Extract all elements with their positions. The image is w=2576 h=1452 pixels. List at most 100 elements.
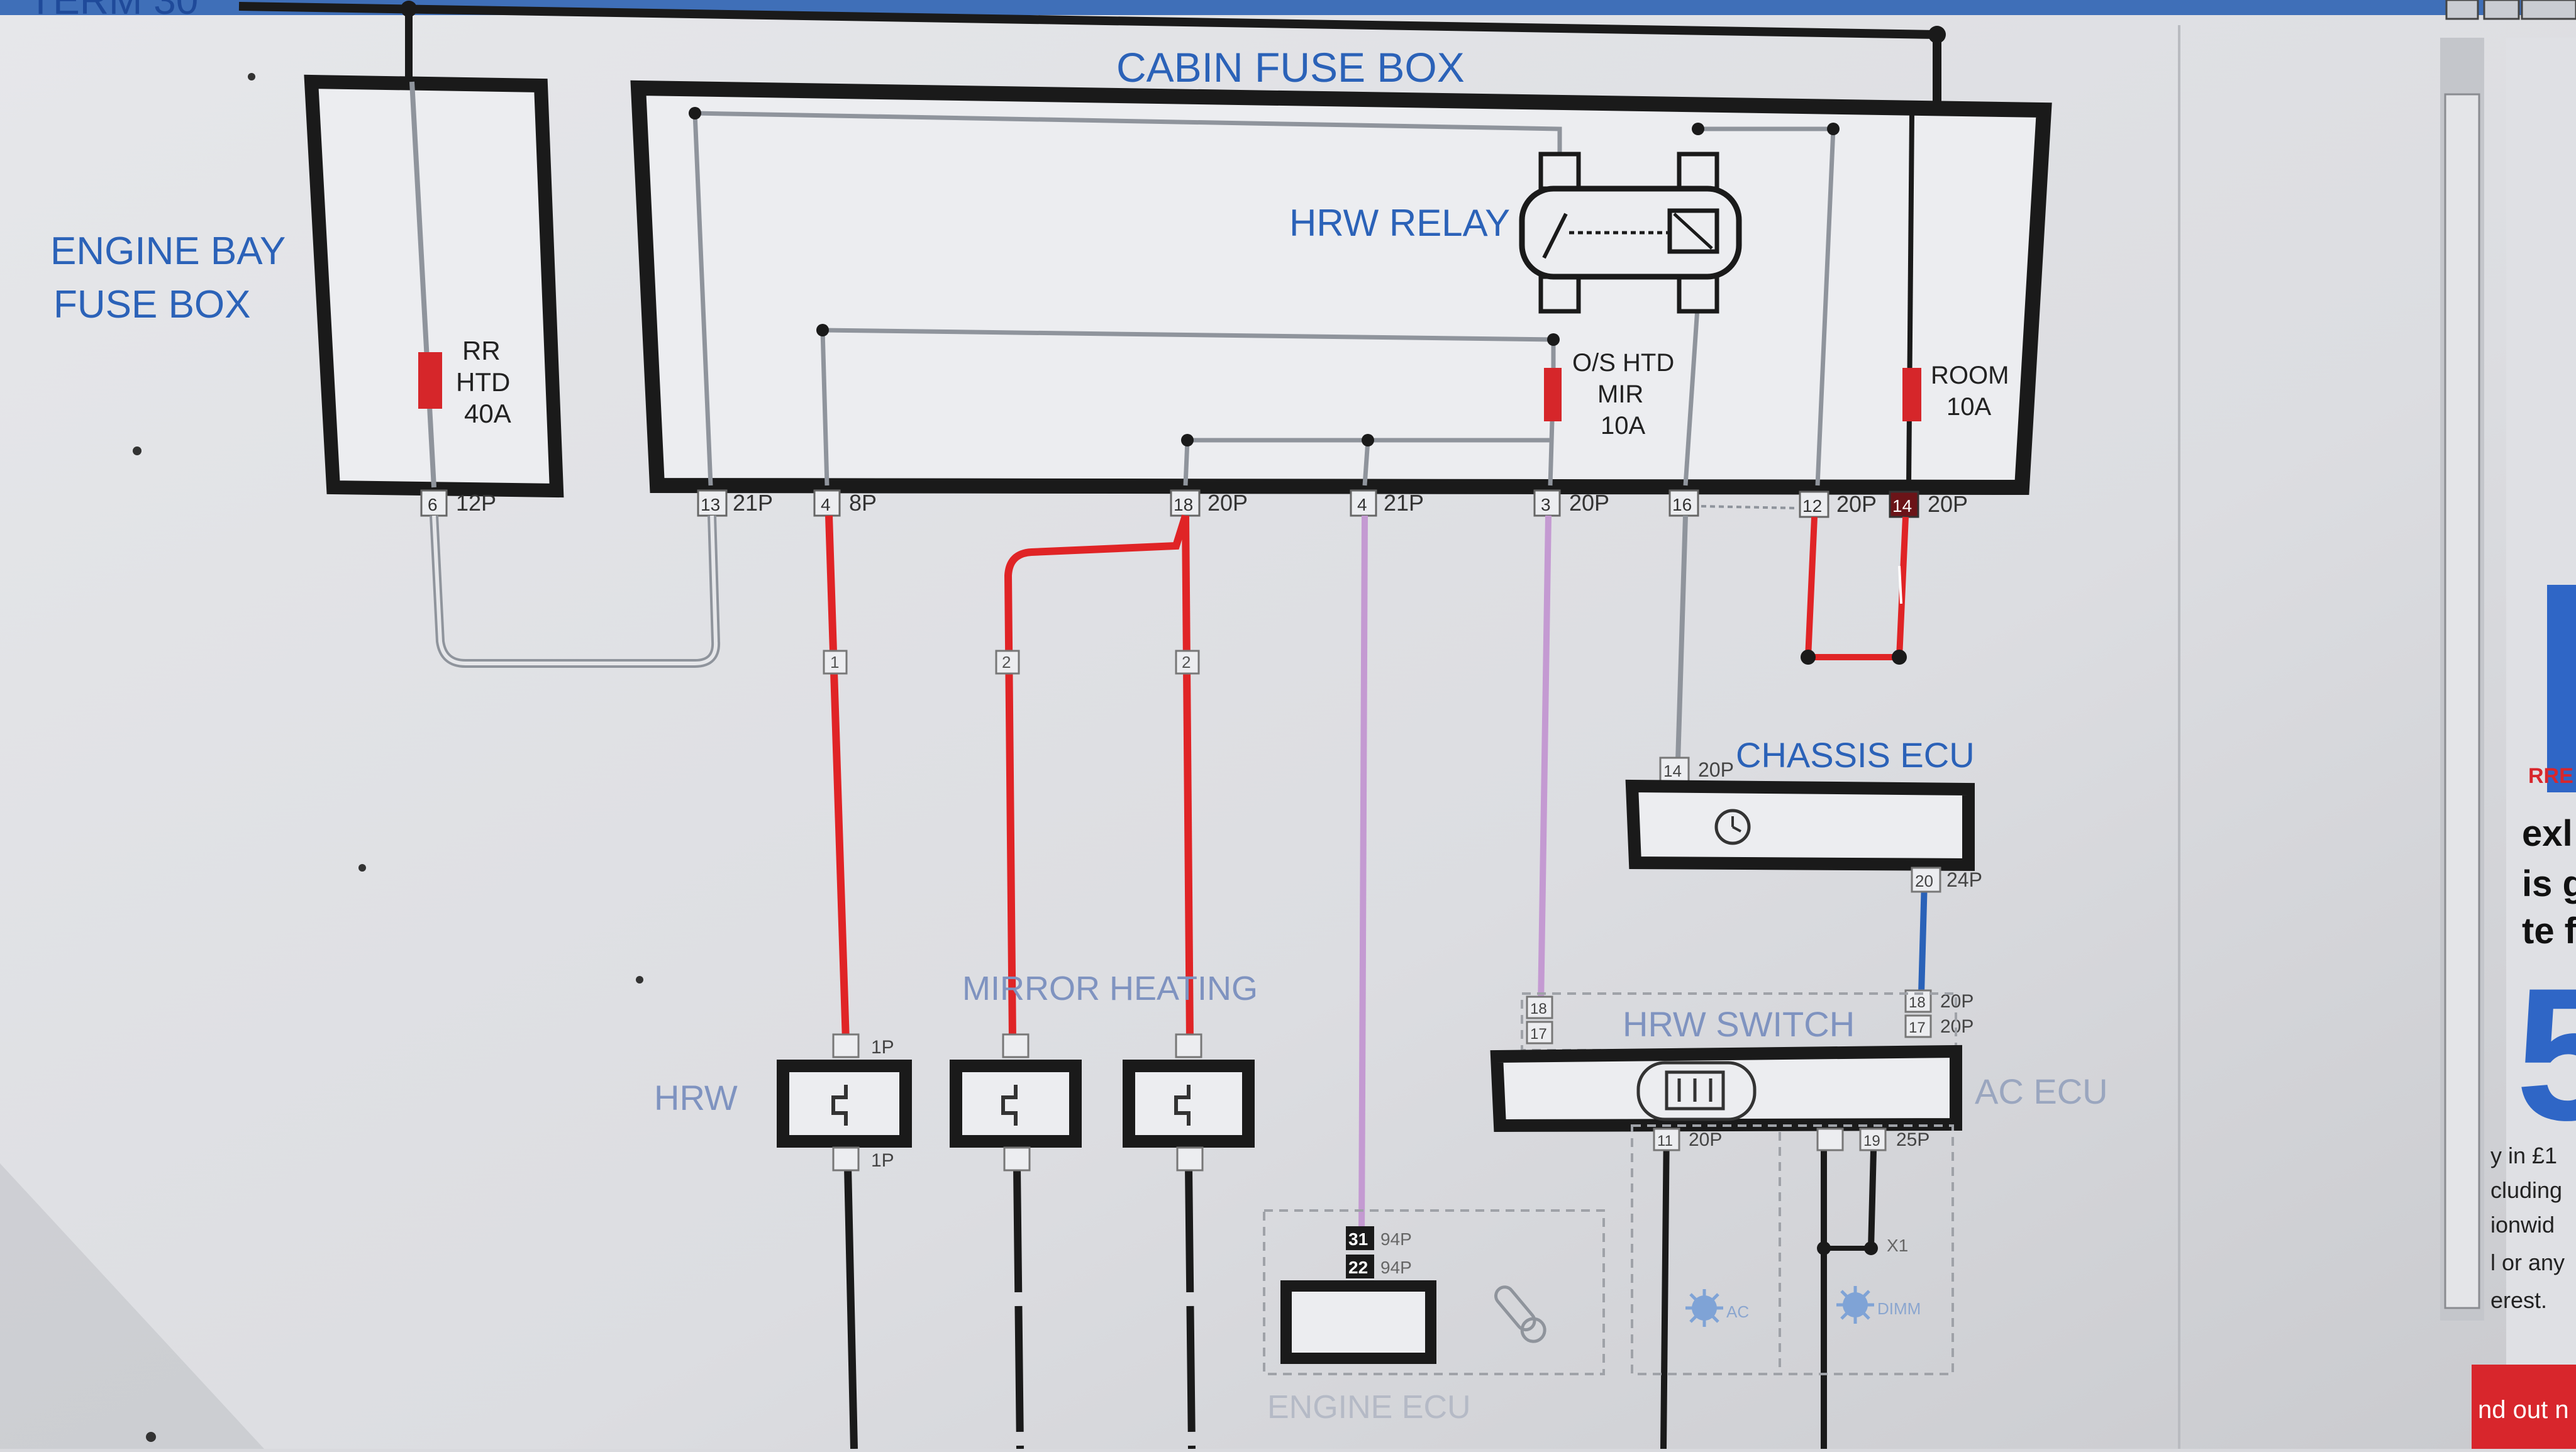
wires <box>430 514 1928 1449</box>
inline-connector-pin: 2 <box>1002 653 1011 672</box>
screen-specks <box>133 73 643 1442</box>
fuse-label: ROOM <box>1931 362 2009 389</box>
ac-sensor-icon: AC <box>1685 1289 1749 1327</box>
mirror-heating-label: MIRROR HEATING <box>962 970 1258 1007</box>
minimize-icon[interactable] <box>2445 0 2479 20</box>
connector-label: 1P <box>871 1150 894 1171</box>
connector-pin: 31 <box>1348 1229 1368 1249</box>
term30-bus: TERM 30 <box>28 0 1946 116</box>
clock-icon <box>1714 809 1751 845</box>
engine-bay-fuse-box: ENGINE BAY FUSE BOX RR HTD 40A <box>50 74 564 498</box>
ad-line: exl <box>2522 813 2573 854</box>
connector-label: 24P <box>1946 868 1982 891</box>
mirror-heater-1 <box>950 1033 1082 1172</box>
ad-line: erest. <box>2490 1287 2547 1313</box>
connector-pin: 19 <box>1863 1133 1880 1150</box>
sensor-label: DIMM <box>1877 1299 1921 1318</box>
connector-pin: 18 <box>1909 994 1926 1011</box>
scrollbar-thumb[interactable] <box>2444 93 2480 1309</box>
ad-line: l or any <box>2490 1250 2565 1275</box>
heaters: HRW MIRROR HEATING 1P 1P <box>654 970 1258 1172</box>
find-out-more-label: nd out n <box>2478 1396 2569 1424</box>
ad-text: RRE exl is g te f 5 y in £1 cluding ionw… <box>2490 764 2576 1313</box>
connector-pin: 4 <box>821 495 831 514</box>
screen-bezel-shadow <box>0 1163 264 1449</box>
find-out-more-button[interactable] <box>2472 1365 2576 1449</box>
connector-label: 20P <box>1208 490 1248 516</box>
hrw-heater: 1P 1P <box>777 1033 912 1172</box>
connector-pin: 14 <box>1663 762 1682 780</box>
term30-label: TERM 30 <box>28 0 198 23</box>
connector-pin: 4 <box>1357 495 1367 514</box>
connector-pin: 18 <box>1174 495 1193 514</box>
connector-label: 20P <box>1698 758 1734 781</box>
engine-bay-label-line2: FUSE BOX <box>53 283 251 326</box>
ad-line: RRE <box>2528 764 2573 788</box>
ad-graphic <box>2547 585 2576 792</box>
connector-label: 1P <box>871 1037 894 1058</box>
cabin-fuse-box-label: CABIN FUSE BOX <box>1116 44 1465 91</box>
connector-label: 20P <box>1689 1129 1722 1150</box>
cabin-fuse-box: CABIN FUSE BOX HRW RELAY <box>630 44 2052 496</box>
ad-line: cluding <box>2490 1177 2562 1203</box>
connector-label: 12P <box>456 490 496 516</box>
inline-connector-pin: 1 <box>830 653 839 672</box>
connector-label: 25P <box>1896 1129 1929 1150</box>
chassis-ecu: 14 20P CHASSIS ECU 20 24P <box>1625 735 1982 893</box>
hrw-relay: HRW RELAY <box>1289 152 1742 314</box>
ac-ecu-label: AC ECU <box>1975 1072 2108 1111</box>
connector-label: 8P <box>849 490 877 516</box>
ac-ecu: 18 17 18 20P 17 20P HRW SWITCH AC ECU 11… <box>1490 989 2108 1375</box>
fuse-label: O/S HTD <box>1572 349 1674 377</box>
connector-label: 94P <box>1380 1258 1412 1277</box>
fuse-rr-htd <box>418 352 442 409</box>
engine-bay-label-line1: ENGINE BAY <box>50 230 286 273</box>
engine-ecu-outline <box>1263 1209 1605 1375</box>
hrw-label: HRW <box>654 1078 738 1117</box>
connector-label: 20P <box>1928 491 1968 517</box>
fuse-rating: 10A <box>1601 412 1645 440</box>
connector-pin: 22 <box>1348 1258 1368 1277</box>
connector-row: 6 12P 13 21P 4 8P 18 20P 4 21P 3 20P 16 … <box>420 489 1968 518</box>
connector-label: 20P <box>1569 490 1609 516</box>
mirror-heater-2 <box>1123 1033 1255 1172</box>
hrw-relay-label: HRW RELAY <box>1289 202 1510 244</box>
ad-line: is g <box>2522 863 2576 904</box>
ac-sensors-outline <box>1631 1124 1954 1375</box>
ad-line: te f <box>2522 911 2576 951</box>
connector-label: 94P <box>1380 1229 1412 1249</box>
close-icon[interactable] <box>2521 0 2576 20</box>
connector-pin: 14 <box>1892 496 1912 516</box>
fuse-room <box>1902 368 1921 421</box>
maximize-icon[interactable] <box>2483 0 2520 20</box>
connector-pin: 18 <box>1530 1000 1547 1017</box>
connector-pin: 16 <box>1672 495 1692 514</box>
engine-ecu-label: ENGINE ECU <box>1267 1389 1471 1426</box>
connector-pin: 20 <box>1915 872 1933 890</box>
connector-pin: 6 <box>428 495 438 514</box>
connector-label: 21P <box>1384 490 1424 516</box>
ad-line: y in £1 <box>2490 1143 2557 1168</box>
fuse-label: MIR <box>1597 380 1643 408</box>
connector-pin: 17 <box>1909 1019 1926 1036</box>
window-controls <box>2445 0 2576 20</box>
fuse-rating: 10A <box>1946 393 1991 421</box>
connector-label: X1 <box>1887 1236 1908 1255</box>
connector-label: 20P <box>1836 491 1877 517</box>
ad-big-number: 5 <box>2516 948 2576 1160</box>
connector-pin: 3 <box>1541 495 1551 514</box>
engine-ecu: 31 94P 22 94P ENGINE ECU <box>1263 1209 1605 1426</box>
connector-pin: 17 <box>1530 1026 1547 1043</box>
hrw-switch-outline <box>1521 992 1957 1051</box>
dimm-sensor-icon: DIMM <box>1836 1286 1921 1324</box>
connector-pin: 12 <box>1802 496 1822 516</box>
fuse-rating: 40A <box>464 399 511 428</box>
ad-line: ionwid <box>2490 1212 2555 1238</box>
fuse-os-htd-mir <box>1544 368 1562 421</box>
fuse-label: RR <box>462 336 501 365</box>
inline-connectors: 1 2 2 <box>823 650 1200 675</box>
hrw-switch-label: HRW SWITCH <box>1623 1004 1855 1044</box>
inline-connector-pin: 2 <box>1182 653 1191 672</box>
